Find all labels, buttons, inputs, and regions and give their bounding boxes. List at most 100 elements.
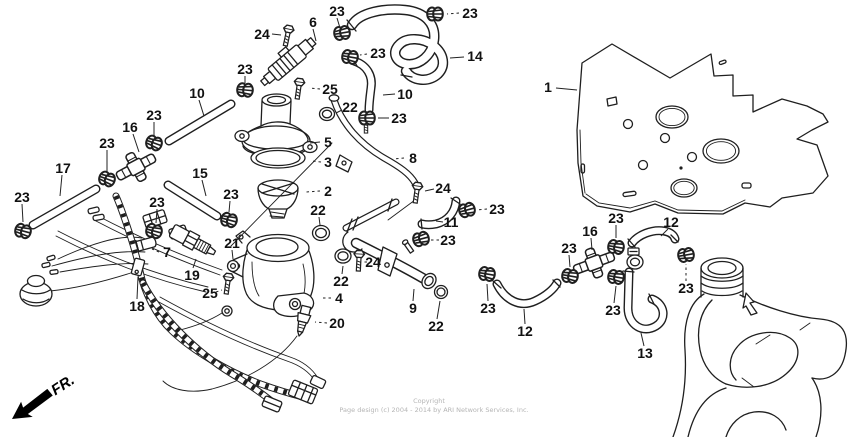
callout-23: 23 <box>146 107 162 123</box>
part-tube-15 <box>163 180 222 221</box>
callout-12: 12 <box>663 214 679 230</box>
callout-18: 18 <box>129 298 145 314</box>
callout-23: 23 <box>440 232 456 248</box>
leader-line <box>132 133 140 153</box>
leader-line <box>568 254 571 268</box>
callout-23: 23 <box>370 45 386 61</box>
callout-23: 23 <box>391 110 407 126</box>
part-hose-13 <box>622 267 668 334</box>
leader-line <box>640 332 645 347</box>
hose-clamp-icon <box>96 169 118 189</box>
callout-23: 23 <box>561 240 577 256</box>
harness-connector <box>287 379 319 405</box>
callout-23: 23 <box>605 302 621 318</box>
part-wire-clip <box>135 236 157 252</box>
leader-line <box>312 28 317 42</box>
bolt <box>409 181 424 205</box>
callout-14: 14 <box>467 48 483 64</box>
leader-line <box>21 203 24 223</box>
o-ring <box>433 284 449 300</box>
callout-16: 16 <box>122 119 138 135</box>
callout-11: 11 <box>444 214 459 230</box>
leader-line <box>359 53 368 56</box>
hose-clamp-icon <box>340 48 360 66</box>
callout-22: 22 <box>428 318 444 334</box>
callout-23: 23 <box>149 194 165 210</box>
leader-line <box>424 188 435 192</box>
callout-22: 22 <box>310 202 326 218</box>
leader-line <box>555 87 578 91</box>
callout-2: 2 <box>324 183 332 199</box>
leader-line <box>660 228 669 237</box>
callout-23: 23 <box>237 61 253 77</box>
leader-line <box>590 237 593 251</box>
part-mounting-plate <box>576 43 829 215</box>
callout-23: 23 <box>223 186 239 202</box>
part-tube-10-left <box>164 99 236 146</box>
hose-clamp-icon <box>218 210 240 230</box>
callout-22: 22 <box>333 273 349 289</box>
leader-line <box>151 248 160 253</box>
callout-23: 23 <box>480 300 496 316</box>
leader-line <box>314 321 328 324</box>
leader-line <box>59 174 63 197</box>
callout-24: 24 <box>365 254 381 270</box>
hose-clamp-icon <box>358 110 376 126</box>
hose-clamp-icon <box>332 24 352 42</box>
part-joint-pipe-9 <box>342 231 437 290</box>
direction-arrow-icon <box>742 292 758 316</box>
leader-line <box>318 216 321 226</box>
callout-23: 23 <box>99 135 115 151</box>
callout-6: 6 <box>309 14 317 30</box>
leader-line <box>335 109 343 114</box>
hose-clamp-icon <box>235 81 255 99</box>
callout-16: 16 <box>582 223 598 239</box>
callout-21: 21 <box>224 235 240 251</box>
part-water-pipe-8 <box>328 94 419 233</box>
footer-copyright: Copyright <box>413 397 445 405</box>
ring-terminal <box>221 305 233 317</box>
leader-line <box>215 289 223 293</box>
part-hose-12-right <box>627 226 680 248</box>
harness-boot <box>19 274 53 307</box>
part-thermostat <box>257 179 299 219</box>
hose-clamp-icon <box>410 229 432 249</box>
callout-24: 24 <box>435 180 451 196</box>
callout-23: 23 <box>678 280 694 296</box>
callout-25: 25 <box>202 285 218 301</box>
leader-line <box>476 208 488 211</box>
part-intake-manifold <box>672 257 847 437</box>
hose-clamp-icon <box>606 268 626 286</box>
callout-10: 10 <box>397 86 413 102</box>
leader-line <box>486 283 489 302</box>
callout-5: 5 <box>324 134 332 150</box>
leader-line <box>271 33 282 36</box>
bolt <box>279 23 296 48</box>
leader-line <box>308 87 321 90</box>
fr-indicator: FR. <box>12 372 78 419</box>
part-wire-harness <box>19 192 327 413</box>
part-thermo-sensor <box>168 224 217 256</box>
footer-page-design: Page design (c) 2004 - 2014 by ARI Netwo… <box>339 406 528 414</box>
hose-clamp-icon <box>426 6 444 22</box>
screw-hose-clamp <box>626 247 644 270</box>
callout-15: 15 <box>192 165 208 181</box>
part-cover-gasket <box>250 147 306 169</box>
o-ring <box>318 106 336 122</box>
leader-line <box>136 276 139 300</box>
callout-9: 9 <box>409 300 417 316</box>
leader-line <box>201 179 207 197</box>
leader-line <box>155 208 158 224</box>
callout-12: 12 <box>517 323 533 339</box>
callout-10: 10 <box>189 85 205 101</box>
callout-20: 20 <box>329 315 345 331</box>
part-tube-17 <box>28 184 101 230</box>
callout-1: 1 <box>544 79 552 95</box>
callout-22: 22 <box>342 99 358 115</box>
leader-line <box>436 300 441 320</box>
leader-line <box>392 157 405 160</box>
harness-connector <box>309 374 327 390</box>
